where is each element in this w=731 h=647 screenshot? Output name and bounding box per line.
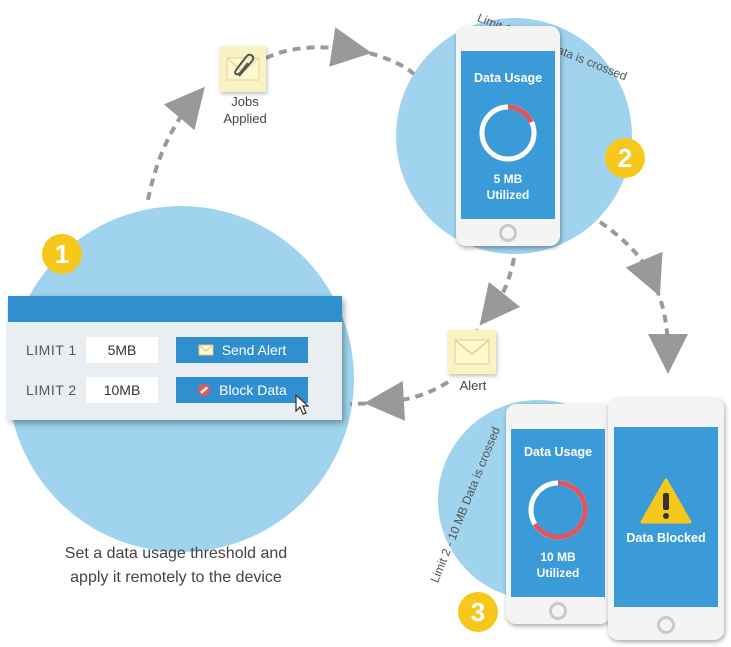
cursor-icon: [294, 393, 310, 421]
paperclip-envelope-icon: [220, 46, 266, 92]
usage-ring-10mb: [528, 480, 588, 540]
phone-step3-blocked-screen: Data Blocked: [614, 427, 718, 607]
data-blocked-label: Data Blocked: [626, 531, 706, 545]
limit-2-value[interactable]: 10MB: [86, 377, 158, 403]
block-icon: [197, 383, 211, 397]
home-button[interactable]: [549, 602, 567, 620]
step-2-badge: 2: [605, 138, 645, 178]
main-caption: Set a data usage threshold and apply it …: [64, 545, 288, 586]
limit-1-label: LIMIT 1: [26, 342, 77, 358]
arrow-alert-to-panel: [364, 380, 450, 421]
arrow-step2-to-alert: [479, 257, 521, 326]
warning-icon: [640, 478, 692, 524]
step-1-badge: 1: [42, 234, 82, 274]
phone-step2: Data Usage 5 MB Utilized: [456, 26, 560, 246]
phone-step3-blocked: Data Blocked: [608, 398, 724, 640]
arrow-jobs-to-step2: [265, 27, 372, 67]
alert-label: Alert: [459, 378, 487, 393]
usage-amount: 10 MB Utilized: [536, 550, 580, 580]
data-usage-title: Data Usage: [473, 71, 543, 85]
usage-amount: 5 MB Utilized: [486, 172, 530, 202]
block-data-button[interactable]: Block Data: [176, 377, 308, 403]
panel-header-bar: [8, 296, 342, 322]
limit-settings-panel: LIMIT 1 5MB Send Alert LIMIT 2 10MB Bloc…: [8, 296, 342, 420]
arrow-step1-to-jobs: [146, 86, 205, 201]
send-alert-label: Send Alert: [221, 342, 287, 358]
usage-ring-5mb: [479, 104, 537, 162]
home-button[interactable]: [499, 224, 517, 242]
phone-step3-usage-screen: Data Usage 10 MB Utilized: [511, 429, 605, 597]
limit-1-value[interactable]: 5MB: [86, 337, 158, 363]
jobs-applied-label: Jobs Applied: [223, 94, 267, 126]
send-alert-button[interactable]: Send Alert: [176, 337, 308, 363]
envelope-icon: [448, 330, 496, 374]
home-button[interactable]: [657, 616, 675, 634]
phone-step3-usage: Data Usage 10 MB Utilized: [506, 404, 610, 624]
limit-2-label: LIMIT 2: [26, 382, 77, 398]
data-usage-title: Data Usage: [523, 445, 593, 459]
arrow-step2-to-step3: [598, 220, 663, 297]
step-3-badge: 3: [458, 592, 498, 632]
envelope-small-icon: [198, 344, 214, 356]
block-data-label: Block Data: [219, 382, 287, 398]
phone-step2-screen: Data Usage 5 MB Utilized: [461, 51, 555, 219]
